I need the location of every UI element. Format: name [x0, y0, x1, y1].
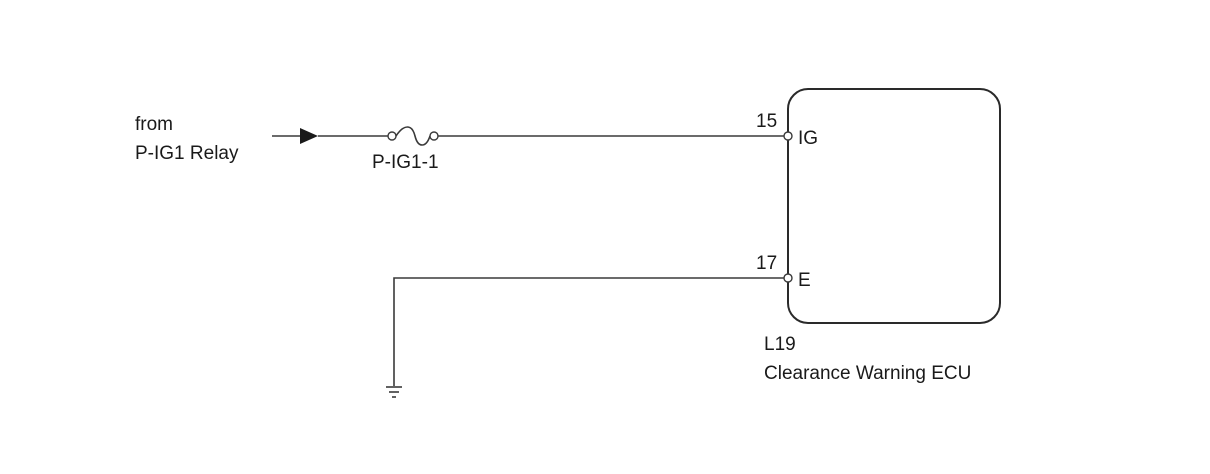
pin-terminal-ig [783, 131, 793, 141]
fuse-label: P-IG1-1 [372, 152, 439, 173]
wire-e-to-ground [393, 277, 784, 386]
ecu-box [787, 88, 1001, 324]
ground-icon [386, 386, 402, 398]
arrow-right-icon [272, 128, 318, 144]
pin-number-15: 15 [756, 111, 777, 132]
pin-name-ig: IG [798, 128, 818, 149]
fuse-icon [387, 126, 439, 146]
pin-number-17: 17 [756, 253, 777, 274]
pin-terminal-e [783, 273, 793, 283]
ecu-connector-label: L19 [764, 334, 796, 355]
source-label-line2: P-IG1 Relay [135, 143, 239, 164]
pin-name-e: E [798, 270, 811, 291]
ecu-name-label: Clearance Warning ECU [764, 363, 971, 384]
source-label-line1: from [135, 114, 173, 135]
